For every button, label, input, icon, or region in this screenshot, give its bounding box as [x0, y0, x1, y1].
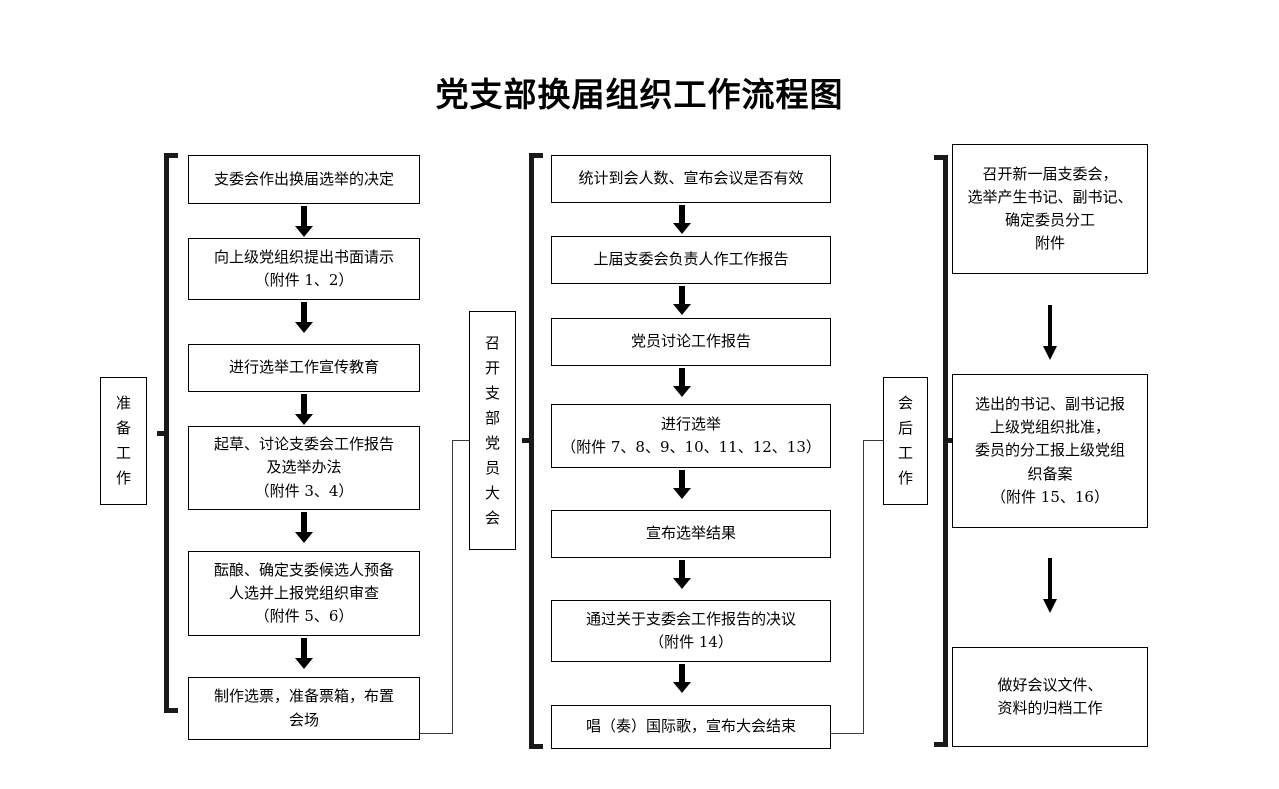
box-line: （附件 14） [649, 633, 733, 651]
arrow-down-icon [1043, 305, 1057, 360]
box-line: （附件 15、16） [991, 487, 1109, 506]
process-box[interactable]: 起草、讨论支委会工作报告 及选举办法 （附件 3、4） [188, 426, 420, 510]
stage-label-preparation: 准 备 工 作 [100, 377, 147, 505]
box-line: 召开新一届支委会， [982, 164, 1118, 183]
process-box[interactable]: 统计到会人数、宣布会议是否有效 [551, 155, 831, 203]
process-box[interactable]: 做好会议文件、 资料的归档工作 [952, 647, 1148, 747]
box-line: 选举产生书记、副书记、 [967, 187, 1133, 206]
box-line: 进行选举工作宣传教育 [228, 358, 379, 377]
box-line: 织备案 [1027, 464, 1073, 483]
box-line: 附件 [1034, 234, 1065, 253]
stage-label-char: 支 [484, 383, 500, 402]
bracket-meeting [522, 153, 543, 749]
box-line: 做好会议文件、 [997, 675, 1103, 694]
arrow-down-icon [295, 206, 313, 237]
stage-label-char: 备 [115, 419, 131, 437]
arrow-down-icon [673, 664, 691, 693]
arrow-down-icon [295, 302, 313, 333]
process-box[interactable]: 党员讨论工作报告 [551, 318, 831, 366]
box-line: （附件 7、8、9、10、11、12、13） [561, 438, 821, 456]
stage-label-char: 开 [484, 358, 500, 377]
stage-label-char: 工 [115, 444, 131, 462]
box-line: 宣布选举结果 [645, 524, 736, 543]
stage-label-post-meeting: 会 后 工 作 [883, 377, 928, 505]
stage-label-char: 作 [115, 469, 131, 487]
box-line: 确定委员分工 [1004, 211, 1095, 229]
stage-label-char: 会 [484, 508, 500, 527]
process-box[interactable]: 唱（奏）国际歌，宣布大会结束 [551, 705, 831, 749]
stage-label-meeting: 召 开 支 部 党 员 大 会 [469, 311, 516, 550]
stage-label-char: 工 [897, 444, 913, 462]
process-box[interactable]: 支委会作出换届选举的决定 [188, 155, 420, 204]
bracket-post-meeting [934, 155, 955, 747]
box-line: 资料的归档工作 [997, 699, 1103, 717]
box-line: 党员讨论工作报告 [630, 332, 751, 351]
box-line: 制作选票，准备票箱，布置 [213, 687, 394, 706]
arrow-down-icon [673, 286, 691, 315]
stage-label-char: 党 [484, 433, 500, 452]
process-box[interactable]: 进行选举工作宣传教育 [188, 344, 420, 392]
stage-label-char: 会 [897, 394, 913, 412]
stage-label-char: 大 [484, 483, 500, 502]
box-line: 上级党组织批准， [989, 418, 1110, 437]
stage-label-char: 后 [897, 419, 913, 437]
box-line: 起草、讨论支委会工作报告 [213, 435, 394, 454]
box-line: （附件 5、6） [254, 607, 354, 626]
arrow-down-icon [1043, 558, 1057, 613]
box-line: 向上级党组织提出书面请示 [213, 247, 394, 266]
process-box[interactable]: 召开新一届支委会， 选举产生书记、副书记、 确定委员分工 附件 [952, 144, 1148, 274]
stage-label-char: 部 [484, 408, 500, 427]
box-line: 及选举办法 [266, 458, 342, 477]
arrow-down-icon [295, 638, 313, 669]
stage-label-char: 准 [115, 394, 131, 412]
process-box[interactable]: 进行选举 （附件 7、8、9、10、11、12、13） [551, 404, 831, 468]
process-box[interactable]: 通过关于支委会工作报告的决议 （附件 14） [551, 600, 831, 662]
box-line: 唱（奏）国际歌，宣布大会结束 [585, 717, 796, 736]
box-line: 酝酿、确定支委候选人预备 [213, 560, 394, 579]
process-box[interactable]: 酝酿、确定支委候选人预备 人选并上报党组织审查 （附件 5、6） [188, 551, 420, 636]
box-line: （附件 3、4） [254, 481, 354, 500]
box-line: 选出的书记、副书记报 [974, 394, 1125, 413]
box-line: 会场 [288, 710, 319, 729]
arrow-down-icon [673, 560, 691, 589]
box-line: 委员的分工报上级党组 [974, 441, 1125, 460]
stage-label-char: 召 [484, 333, 500, 352]
process-box[interactable]: 上届支委会负责人作工作报告 [551, 236, 831, 284]
arrow-down-icon [295, 512, 313, 543]
box-line: （附件 1、2） [254, 271, 354, 289]
bracket-preparation [157, 153, 178, 713]
process-box[interactable]: 宣布选举结果 [551, 510, 831, 558]
process-box[interactable]: 制作选票，准备票箱，布置 会场 [188, 677, 420, 740]
process-box[interactable]: 向上级党组织提出书面请示 （附件 1、2） [188, 238, 420, 300]
arrow-down-icon [673, 205, 691, 234]
stage-label-char: 员 [484, 458, 500, 477]
page-title: 党支部换届组织工作流程图 [435, 75, 844, 114]
box-line: 统计到会人数、宣布会议是否有效 [578, 169, 804, 188]
box-line: 人选并上报党组织审查 [228, 583, 379, 602]
arrow-down-icon [295, 394, 313, 425]
box-line: 上届支委会负责人作工作报告 [593, 250, 789, 269]
stage-label-char: 作 [897, 469, 913, 487]
box-line: 进行选举 [660, 414, 721, 433]
box-line: 通过关于支委会工作报告的决议 [585, 609, 796, 628]
arrow-down-icon [673, 368, 691, 397]
process-box[interactable]: 选出的书记、副书记报 上级党组织批准， 委员的分工报上级党组 织备案 （附件 1… [952, 374, 1148, 528]
box-line: 支委会作出换届选举的决定 [213, 169, 394, 188]
arrow-down-icon [673, 470, 691, 499]
